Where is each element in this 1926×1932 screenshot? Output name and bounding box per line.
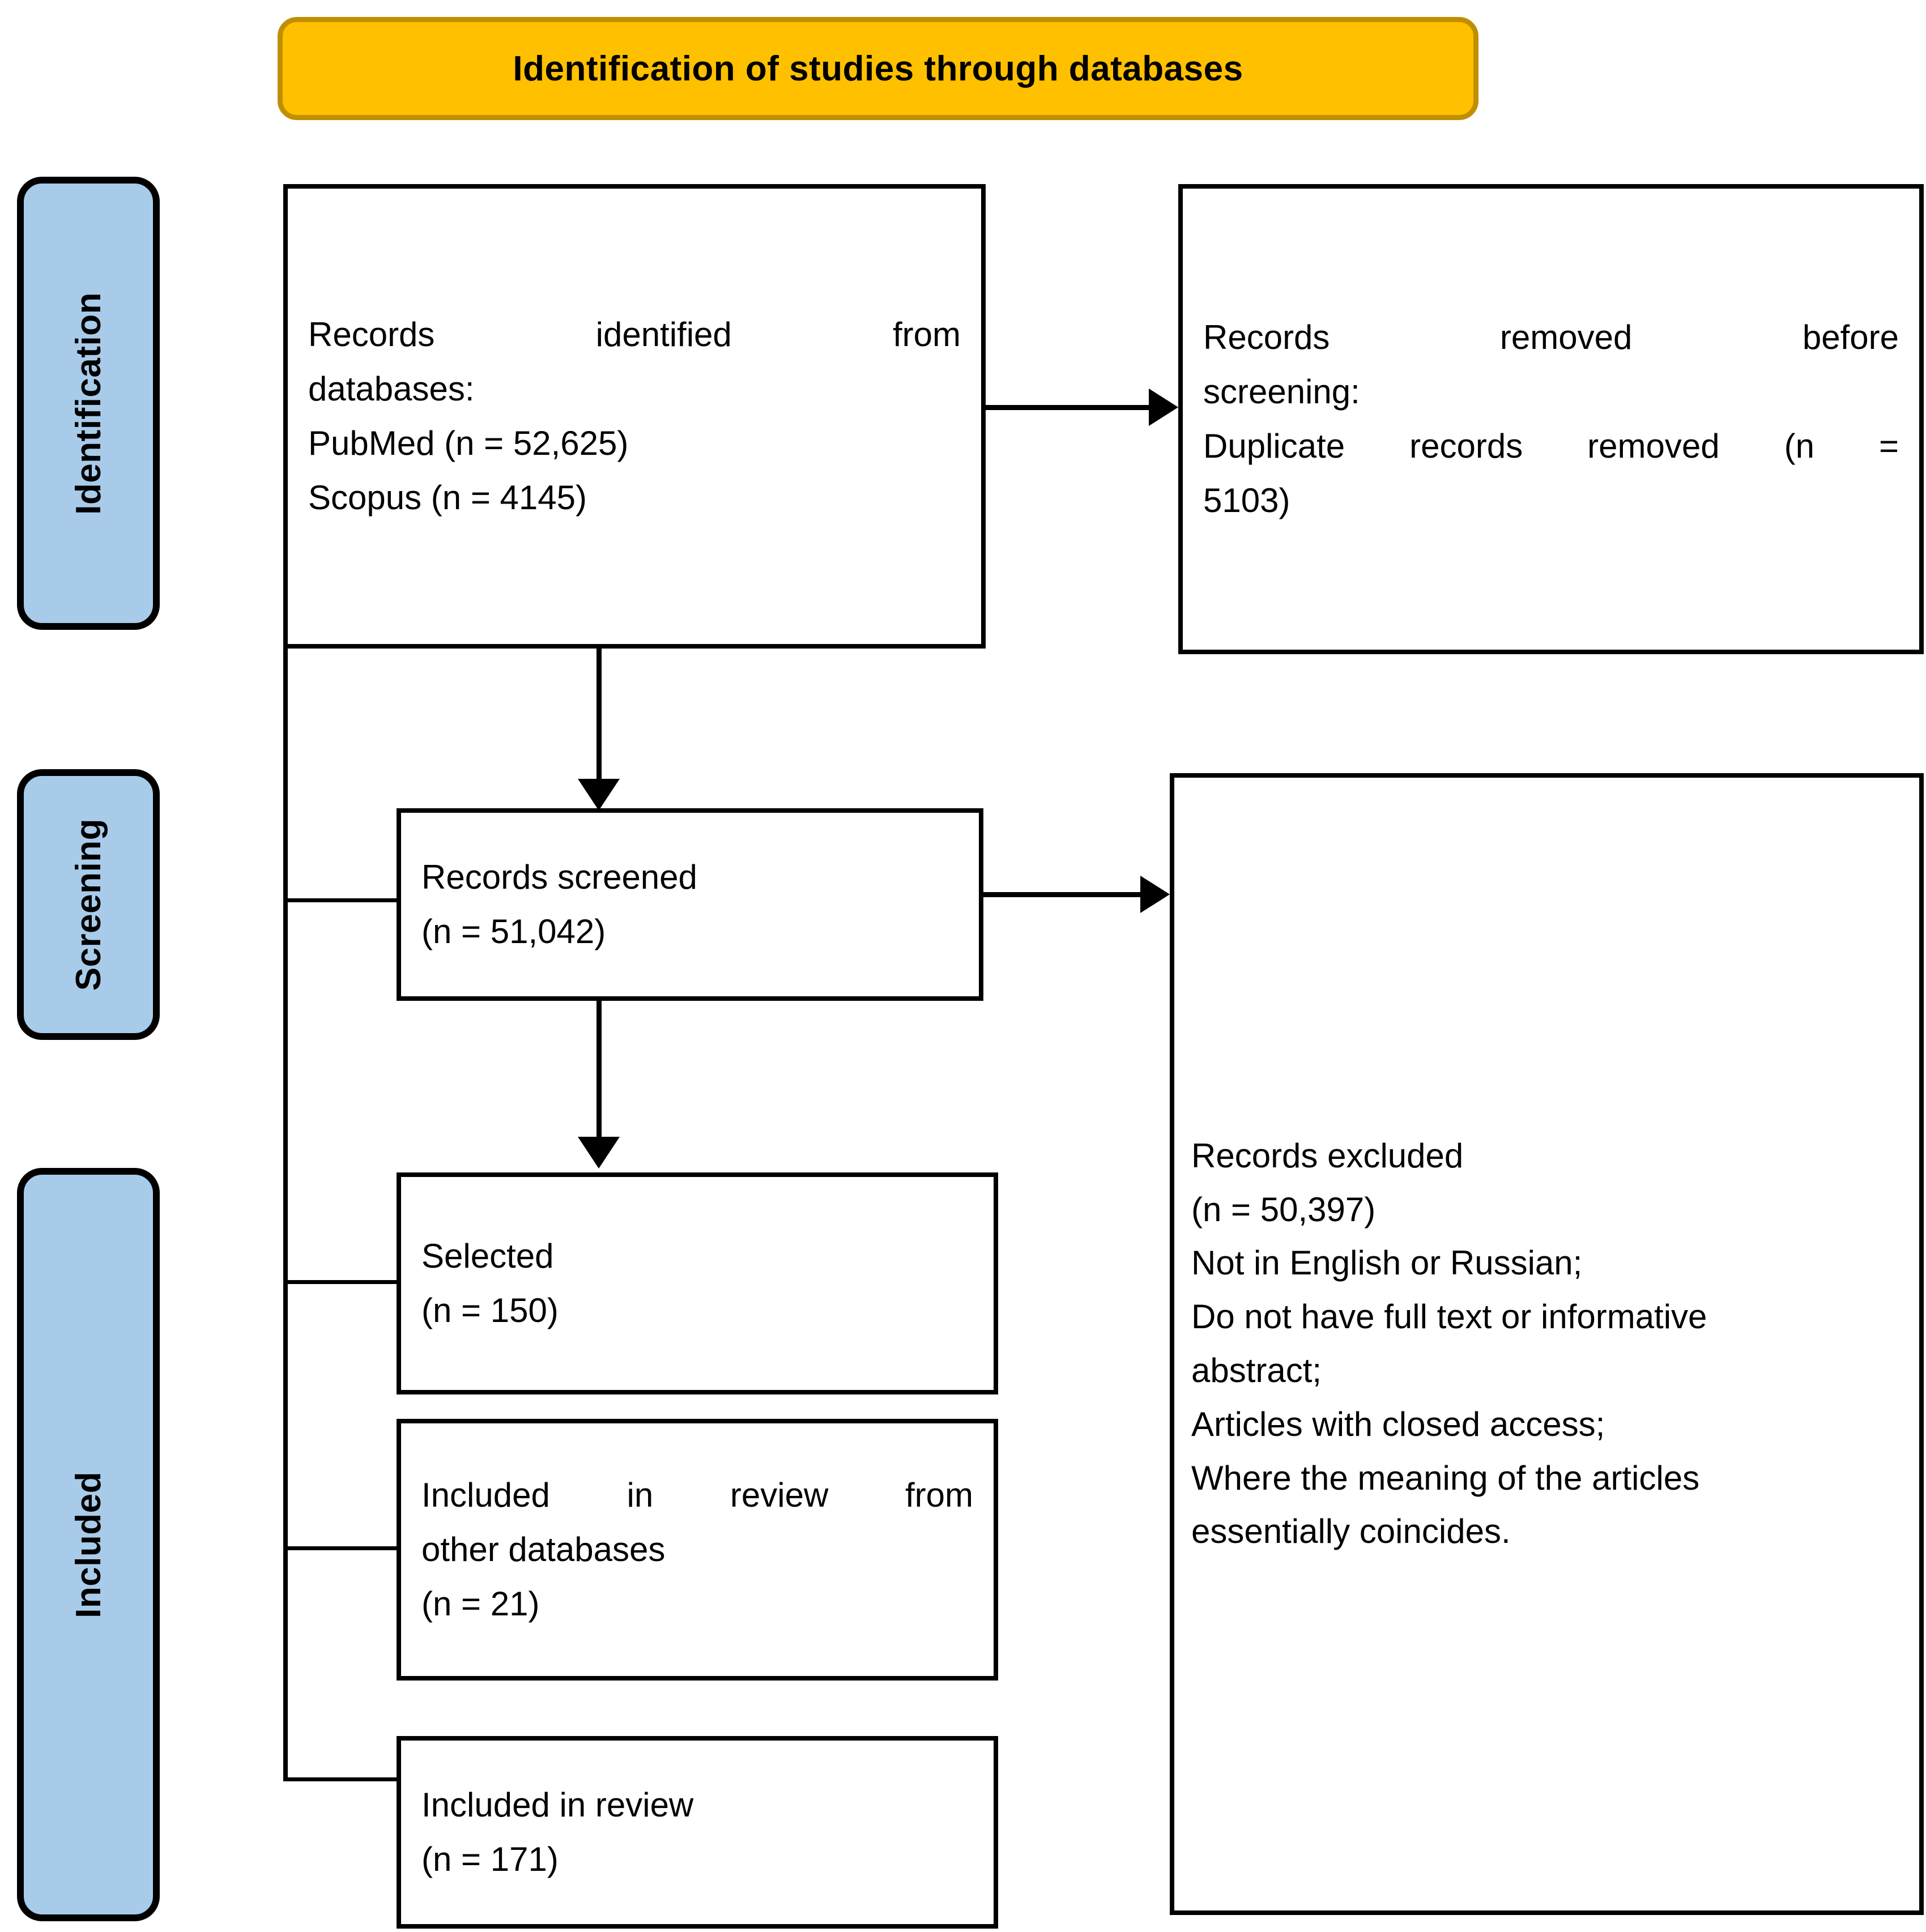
box-selected: Selected (n = 150) [397,1172,998,1394]
arrow-screened-to-excluded-head-icon [1140,876,1170,913]
connector-stub-screened [283,898,399,902]
connector-left-spine [283,649,288,1781]
box-records-screened-line-2: (n = 51,042) [421,912,606,950]
diagram-banner: Identification of studies through databa… [278,17,1478,120]
arrow-screened-to-selected-line [596,1001,602,1142]
box-records-excluded-line-2: (n = 50,397) [1191,1190,1376,1229]
arrow-identified-to-screened-line [596,649,602,786]
stage-pill-screening: Screening [17,769,160,1040]
box-records-screened-line-1: Records screened [421,858,697,896]
box-records-removed: Records removed before screening: Duplic… [1178,184,1924,654]
connector-stub-other-databases [283,1546,399,1550]
connector-stub-selected [283,1280,399,1284]
box-records-excluded-line-3: Not in English or Russian; [1191,1244,1583,1282]
box-records-excluded-line-4: Do not have full text or informative [1191,1298,1707,1336]
box-included-other-databases-line-3: (n = 21) [421,1585,540,1623]
box-included-other-databases-line-2: other databases [421,1530,666,1568]
box-records-identified: Records identified from databases: PubMe… [283,184,986,649]
stage-label-screening: Screening [69,818,108,991]
box-records-excluded-line-8: essentially coincides. [1191,1512,1511,1551]
arrow-screened-to-excluded-line [983,892,1159,897]
box-records-excluded-line-5: abstract; [1191,1351,1322,1389]
box-records-excluded-line-7: Where the meaning of the articles [1191,1458,1700,1497]
box-included-other-databases-line-1: Included in review from [421,1476,973,1514]
connector-stub-included-in-review [283,1777,399,1781]
stage-pill-identification: Identification [17,177,160,630]
box-included-in-review: Included in review (n = 171) [397,1736,998,1929]
arrow-screened-to-selected-head-icon [578,1137,620,1168]
box-records-removed-line-4: 5103) [1203,481,1290,519]
box-records-removed-line-1: Records removed before [1203,318,1899,356]
box-included-in-review-line-2: (n = 171) [421,1840,559,1878]
box-records-removed-line-3: Duplicate records removed (n = [1203,427,1899,465]
stage-label-identification: Identification [69,292,108,515]
box-records-excluded: Records excluded (n = 50,397) Not in Eng… [1170,773,1924,1915]
box-included-in-review-line-1: Included in review [421,1786,694,1824]
box-records-screened: Records screened (n = 51,042) [397,808,983,1001]
arrow-identified-to-removed-line [986,405,1167,410]
stage-pill-included: Included [17,1168,160,1921]
box-selected-line-1: Selected [421,1237,554,1275]
box-records-identified-line-3: PubMed (n = 52,625) [308,424,629,462]
box-records-identified-line-4: Scopus (n = 4145) [308,479,587,517]
box-records-excluded-line-6: Articles with closed access; [1191,1405,1605,1443]
box-records-identified-line-2: databases: [308,370,475,408]
stage-label-included: Included [69,1471,108,1618]
box-selected-line-2: (n = 150) [421,1291,559,1329]
box-records-excluded-line-1: Records excluded [1191,1136,1464,1175]
arrow-identified-to-removed-head-icon [1149,389,1178,426]
box-included-other-databases: Included in review from other databases … [397,1419,998,1681]
arrow-identified-to-screened-head-icon [578,779,620,811]
box-records-removed-line-2: screening: [1203,373,1360,411]
box-records-identified-line-1: Records identified from [308,315,961,353]
banner-title: Identification of studies through databa… [513,49,1243,88]
